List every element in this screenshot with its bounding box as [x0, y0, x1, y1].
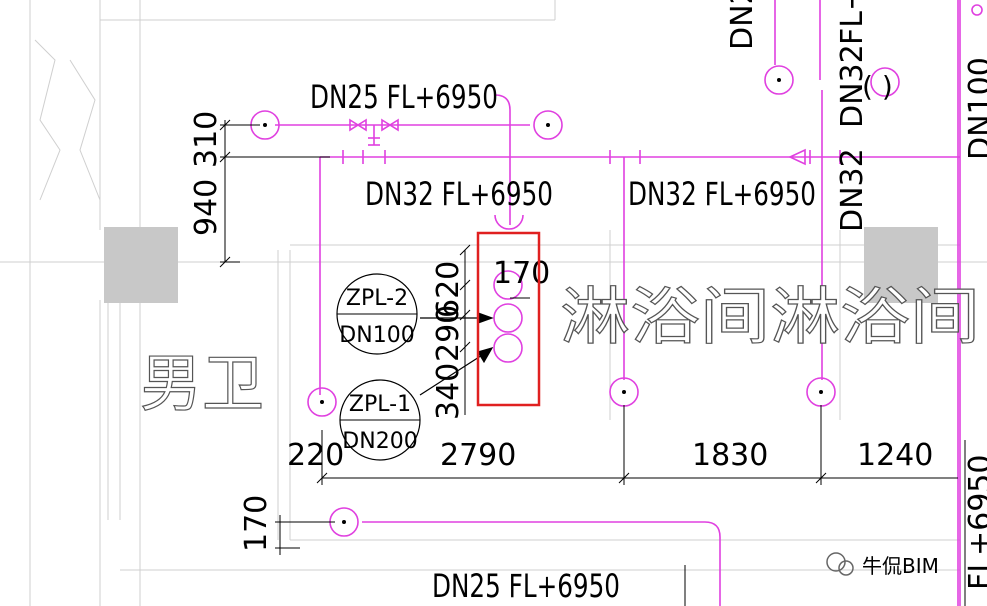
dim-1240: 1240	[857, 438, 933, 473]
tag-zpl2-id: ZPL-2	[346, 286, 408, 311]
label-vert-dn100: DN100	[963, 57, 987, 160]
room-label-shower: 淋浴间淋浴间	[560, 280, 980, 353]
label-vert-dn32-a: DN32	[835, 44, 870, 128]
pipe-network	[250, 0, 983, 606]
dim-620: 620	[431, 261, 466, 318]
dim-220: 220	[287, 438, 344, 473]
dim-2790: 2790	[440, 438, 516, 473]
highlight-box	[476, 231, 541, 407]
tag-zpl1-id: ZPL-1	[349, 392, 411, 417]
label-circle-partial: ( )	[862, 70, 893, 103]
label-vert-dn32-b: DN32	[835, 148, 870, 232]
label-dn25-bottom: DN25 FL+6950	[432, 567, 620, 605]
tag-zpl1-dn: DN200	[342, 429, 417, 454]
dim-340: 340	[431, 363, 466, 420]
watermark-text: 牛侃BIM	[862, 554, 939, 578]
watermark: 牛侃BIM	[826, 552, 939, 578]
tag-zpl2-dn: DN100	[339, 323, 414, 348]
dim-310: 310	[189, 111, 224, 168]
label-vert-fl6950-right: FL+6950	[963, 455, 987, 590]
dimension-lines	[219, 119, 966, 606]
label-vert-fl6-top: FL+6	[835, 0, 870, 45]
column-right	[864, 227, 938, 303]
dim-170-top: 170	[493, 256, 550, 291]
dim-290: 290	[431, 305, 466, 362]
label-dn25-top: DN25 FL+6950	[310, 78, 498, 116]
label-dn32-left: DN32 FL+6950	[365, 175, 553, 213]
dim-940: 940	[189, 179, 224, 236]
label-vert-dn2: DN2	[725, 0, 760, 50]
dim-1830: 1830	[692, 438, 768, 473]
riser-centers	[263, 78, 823, 524]
room-label-mens-toilet: 男卫	[140, 347, 264, 420]
tag-zpl1: ZPL-1 DN200	[339, 379, 421, 461]
label-dn32-right: DN32 FL+6950	[628, 175, 816, 213]
tag-zpl2: ZPL-2 DN100	[336, 273, 418, 355]
column-left	[104, 227, 178, 303]
dim-170-bottom: 170	[239, 495, 274, 552]
